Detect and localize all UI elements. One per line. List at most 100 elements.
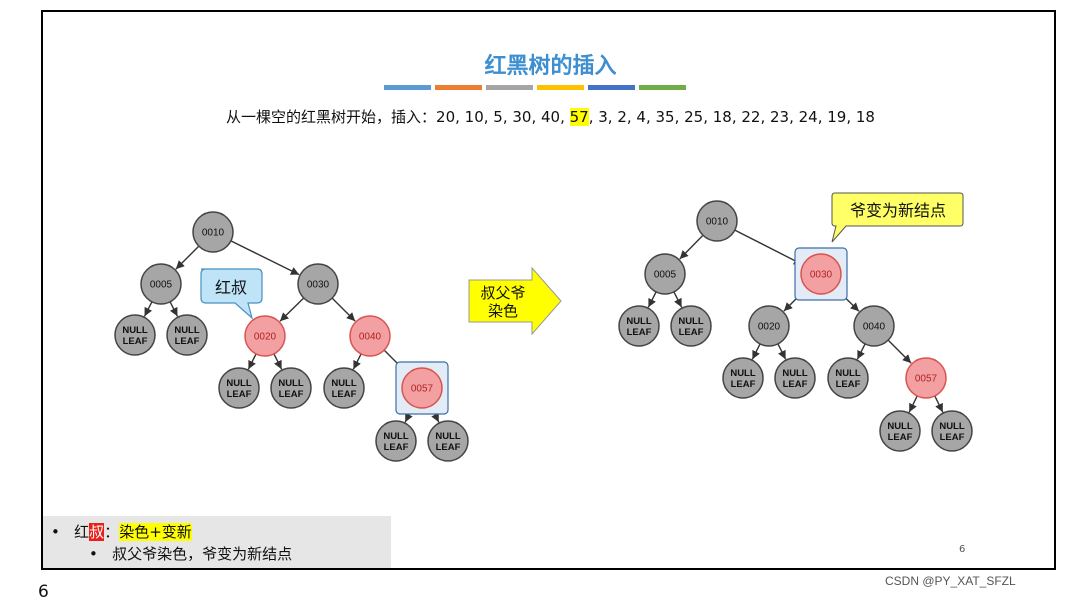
node-circle: [827, 357, 869, 399]
node-circle: [427, 420, 469, 462]
node-label: NULL: [887, 421, 913, 432]
node-label: 0030: [307, 280, 330, 291]
tree-edge: [908, 395, 918, 413]
node-label: NULL: [782, 368, 808, 379]
node-label: NULL: [939, 421, 965, 432]
sequence-suffix: , 3, 2, 4, 35, 25, 18, 22, 23, 24, 19, 1…: [588, 108, 875, 126]
node-circle: [618, 305, 660, 347]
tree-edge: [673, 291, 683, 308]
title-color-segment: [588, 85, 635, 90]
node-label: LEAF: [888, 432, 913, 443]
node-circle: [270, 367, 312, 409]
tree-edge: [734, 229, 803, 266]
tree-edge: [934, 395, 944, 413]
node-label: LEAF: [279, 389, 304, 400]
node-label: 0010: [706, 217, 729, 228]
node-label: 0057: [915, 374, 938, 385]
black-node: 0010: [192, 211, 234, 253]
arrow-line1: 叔父爷: [480, 284, 525, 302]
node-circle: [853, 305, 895, 347]
black-node: 0020: [748, 305, 790, 347]
tree-edge: [777, 343, 787, 360]
node-circle: [192, 211, 234, 253]
red-node: 0057: [905, 357, 947, 399]
red-node: 0057: [395, 361, 449, 415]
red-node: 0040: [349, 315, 391, 357]
uncle-callout: 红叔: [200, 268, 263, 320]
node-circle: [114, 314, 156, 356]
node-label: 0040: [863, 322, 886, 333]
node-circle: [722, 357, 764, 399]
node-label: NULL: [435, 431, 461, 442]
node-label: LEAF: [627, 327, 652, 338]
sequence-highlight: 57: [569, 108, 589, 126]
note1-red-word: 叔: [89, 523, 105, 541]
node-label: LEAF: [731, 379, 756, 390]
grandpa-callout: 爷变为新结点: [831, 192, 964, 243]
red-node: 0020: [244, 315, 286, 357]
node-label: LEAF: [227, 389, 252, 400]
node-label: NULL: [226, 378, 252, 389]
tree-edge: [273, 353, 283, 370]
node-label: 0057: [411, 384, 434, 395]
node-circle: [879, 410, 921, 452]
node-label: NULL: [331, 378, 357, 389]
tree-edge: [175, 245, 200, 270]
tree-edge: [352, 353, 362, 370]
title-color-segment: [384, 85, 431, 90]
black-node: 0005: [140, 263, 182, 305]
node-label: LEAF: [384, 442, 409, 453]
tree-edge: [279, 297, 305, 322]
node-label: NULL: [835, 368, 861, 379]
node-label: LEAF: [940, 432, 965, 443]
tree-edge: [647, 291, 657, 308]
note1-colon: ：: [104, 523, 120, 541]
node-label: 0010: [202, 228, 225, 239]
node-label: NULL: [678, 316, 704, 327]
grandpa-callout-text: 爷变为新结点: [850, 201, 946, 220]
slide-title: 红黑树的插入: [484, 54, 617, 79]
node-label: 0005: [654, 270, 677, 281]
insertion-sequence: 从一棵空的红黑树开始，插入：20, 10, 5, 30, 40, 57, 3, …: [43, 106, 1054, 127]
node-circle: [905, 357, 947, 399]
tree-edge: [230, 240, 300, 276]
node-circle: [644, 253, 686, 295]
node-label: LEAF: [436, 442, 461, 453]
title-color-segment: [486, 85, 533, 90]
node-circle: [931, 410, 973, 452]
node-label: LEAF: [332, 389, 357, 400]
note-bullet-2: • 叔父爷染色，爷变为新结点: [89, 545, 293, 563]
tree-edge: [679, 234, 704, 260]
credit-text: CSDN @PY_XAT_SFZL: [885, 574, 1016, 588]
node-label: NULL: [730, 368, 756, 379]
black-node: 0030: [297, 263, 339, 305]
node-label: LEAF: [679, 327, 704, 338]
node-label: 0005: [150, 280, 173, 291]
note1-highlight: 染色+变新: [119, 523, 192, 541]
node-circle: [218, 367, 260, 409]
node-label: 0030: [810, 270, 833, 281]
node-circle: [401, 367, 443, 409]
slide: 红黑树的插入 从一棵空的红黑树开始，插入：20, 10, 5, 30, 40, …: [41, 10, 1056, 570]
node-label: 0040: [359, 332, 382, 343]
title-color-segment: [537, 85, 584, 90]
node-circle: [800, 253, 842, 295]
node-circle: [140, 263, 182, 305]
node-circle: [244, 315, 286, 357]
node-circle: [349, 315, 391, 357]
black-node: 0010: [696, 200, 738, 242]
